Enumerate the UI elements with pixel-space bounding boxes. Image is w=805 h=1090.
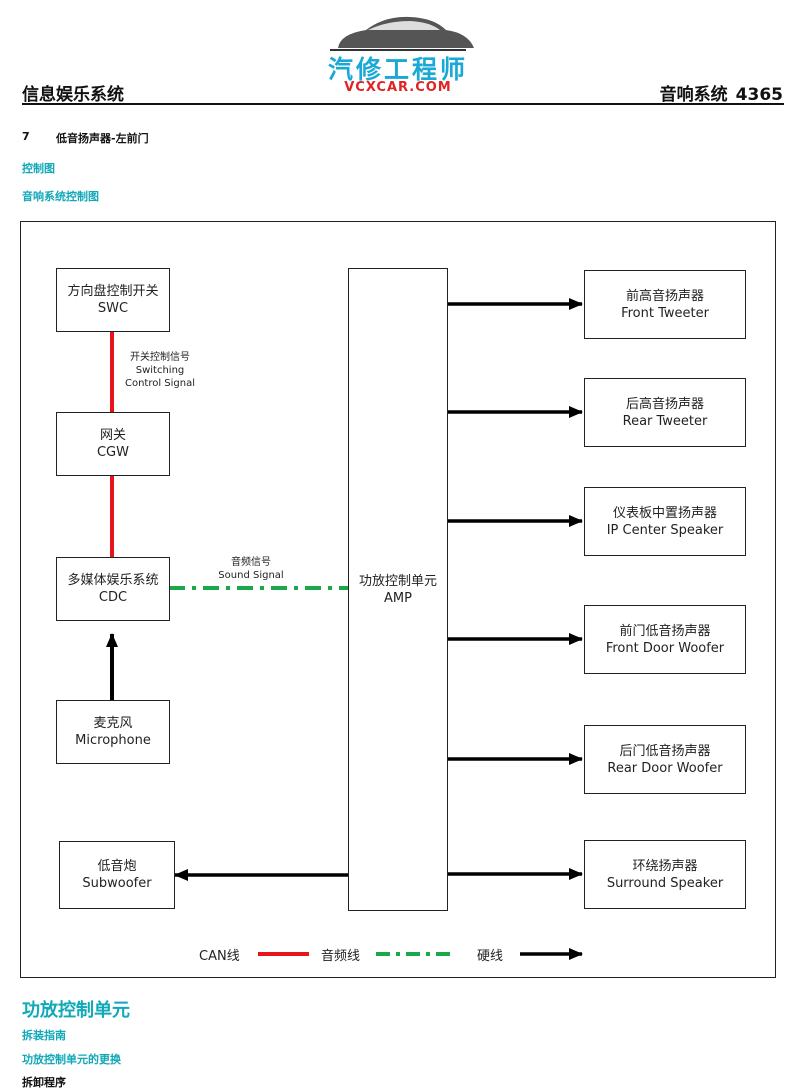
sound-signal-label: 音频信号 Sound Signal (211, 556, 291, 582)
ip-center-cn: 仪表板中置扬声器 (612, 505, 717, 521)
page-number: 4365 (735, 85, 783, 105)
control-diagram-heading: 控制图 (22, 162, 55, 175)
switching-label-cn: 开关控制信号 (130, 352, 190, 363)
surround-cn: 环绕扬声器 (632, 858, 698, 874)
diagram-wires (106, 298, 583, 960)
logo-title: 汽修工程师 (327, 55, 468, 84)
subwoofer-cn: 低音炮 (97, 859, 137, 874)
microphone-cn: 麦克风 (93, 716, 133, 731)
front-tweeter-box: 前高音扬声器 Front Tweeter (584, 270, 746, 339)
section-title: 低音扬声器-左前门 (56, 132, 149, 145)
amp-replacement-heading: 功放控制单元的更换 (22, 1053, 121, 1066)
rear-door-woofer-box: 后门低音扬声器 Rear Door Woofer (584, 725, 746, 794)
amp-en: AMP (384, 590, 412, 606)
vcxcar-logo-car-icon (330, 16, 474, 51)
legend-can-label: CAN线 (199, 949, 240, 964)
switching-label-en2: Control Signal (124, 378, 196, 389)
front-woofer-cn: 前门低音扬声器 (619, 623, 711, 639)
subwoofer-en: Subwoofer (82, 876, 152, 891)
logo-subtitle: VCXCAR.COM (344, 80, 452, 95)
sound-label-en: Sound Signal (218, 570, 284, 581)
cdc-box: 多媒体娱乐系统 CDC (56, 557, 170, 621)
swc-cn: 方向盘控制开关 (67, 284, 159, 299)
rear-tweeter-en: Rear Tweeter (622, 413, 708, 429)
section-number: 7 (22, 130, 30, 143)
amp-cn: 功放控制单元 (358, 573, 437, 589)
swc-en: SWC (97, 301, 129, 316)
surround-en: Surround Speaker (606, 875, 724, 891)
rear-woofer-en: Rear Door Woofer (607, 760, 723, 776)
legend-audio-label: 音频线 (321, 949, 361, 964)
header-right: 音响系统 4365 (660, 80, 783, 105)
ip-center-en: IP Center Speaker (606, 522, 724, 538)
front-tweeter-cn: 前高音扬声器 (625, 288, 704, 304)
switching-signal-label: 开关控制信号 Switching Control Signal (117, 351, 203, 390)
legend-hard-label: 硬线 (477, 949, 504, 964)
cgw-cn: 网关 (99, 428, 126, 443)
header-right-title: 音响系统 (659, 85, 728, 105)
rear-tweeter-cn: 后高音扬声器 (625, 396, 704, 412)
amp-section-heading: 功放控制单元 (22, 1000, 130, 1021)
front-door-woofer-box: 前门低音扬声器 Front Door Woofer (584, 605, 746, 674)
cdc-en: CDC (98, 590, 128, 605)
removal-guide-heading: 拆装指南 (22, 1029, 66, 1042)
surround-speaker-box: 环绕扬声器 Surround Speaker (584, 840, 746, 909)
switching-label-en1: Switching (135, 365, 185, 376)
cgw-en: CGW (96, 445, 129, 460)
sound-label-cn: 音频信号 (231, 557, 271, 568)
header-left-title: 信息娱乐系统 (22, 85, 124, 105)
microphone-box: 麦克风 Microphone (56, 700, 170, 764)
rear-tweeter-box: 后高音扬声器 Rear Tweeter (584, 378, 746, 447)
audio-system-control-diagram: 方向盘控制开关 SWC 网关 CGW 多媒体娱乐系统 CDC 麦克风 Micro… (20, 221, 776, 978)
cdc-cn: 多媒体娱乐系统 (67, 573, 159, 588)
front-tweeter-en: Front Tweeter (621, 305, 709, 321)
audio-control-diagram-heading: 音响系统控制图 (22, 190, 99, 203)
header-divider (22, 103, 784, 105)
cgw-box: 网关 CGW (56, 412, 170, 476)
rear-woofer-cn: 后门低音扬声器 (619, 743, 711, 759)
swc-box: 方向盘控制开关 SWC (56, 268, 170, 332)
front-woofer-en: Front Door Woofer (605, 640, 725, 656)
removal-procedure-heading: 拆卸程序 (22, 1076, 66, 1089)
amp-box: 功放控制单元 AMP (348, 268, 448, 911)
microphone-en: Microphone (75, 733, 151, 748)
subwoofer-box: 低音炮 Subwoofer (59, 841, 175, 909)
ip-center-speaker-box: 仪表板中置扬声器 IP Center Speaker (584, 487, 746, 556)
